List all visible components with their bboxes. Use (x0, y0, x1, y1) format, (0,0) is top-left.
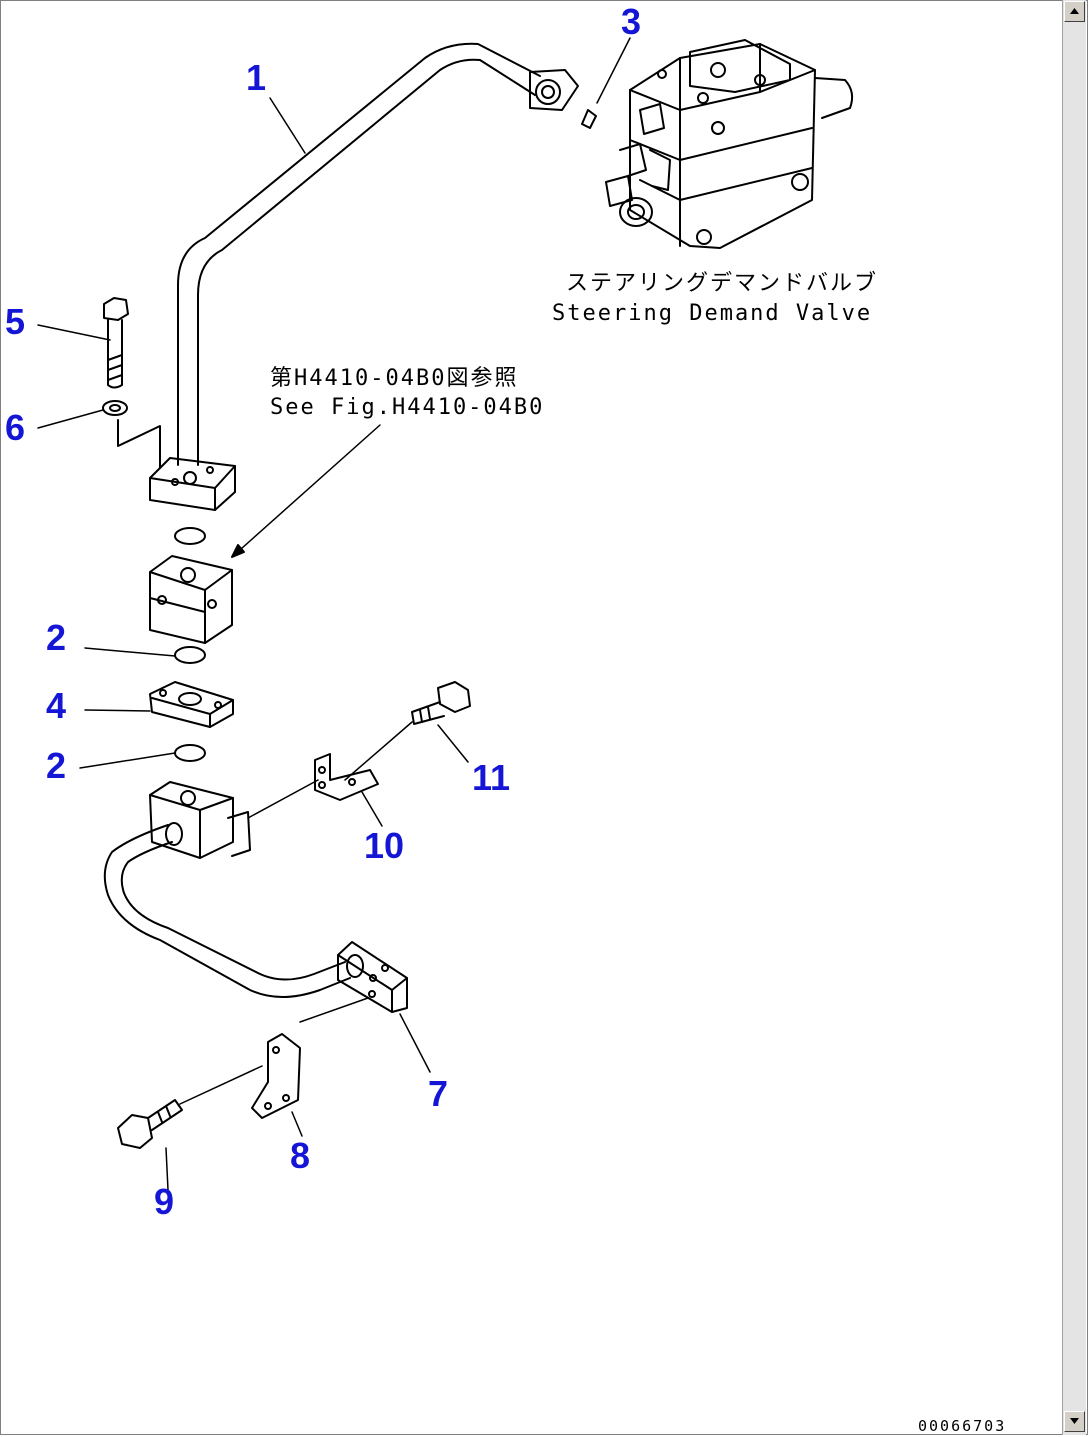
o-ring-upper (174, 527, 206, 545)
bolt-part-5 (103, 297, 129, 389)
callout-3: 3 (621, 1, 641, 42)
callout-9: 9 (154, 1181, 174, 1222)
callout-11: 11 (472, 757, 510, 798)
callout-6: 6 (5, 407, 25, 448)
bolt-part-11 (411, 681, 471, 725)
leader-lines (37, 37, 631, 1191)
o-ring-part-3 (581, 109, 597, 129)
pump-block (149, 555, 233, 644)
flange-upper (149, 457, 236, 511)
callout-10: 10 (364, 825, 404, 866)
valve-label-jp: ステアリングデマンドバルブ (566, 271, 878, 296)
reference-arrowhead (231, 544, 245, 558)
reference-note-jp: 第H4410-04B0図参照 (270, 366, 518, 391)
arrow-up-icon (1070, 8, 1079, 14)
bracket-part-10 (314, 753, 379, 801)
bolt-part-9 (117, 1099, 183, 1149)
callout-2-upper: 2 (46, 617, 66, 658)
vertical-scrollbar[interactable] (1062, 0, 1086, 1435)
valve-label-en: Steering Demand Valve (552, 301, 872, 326)
document-code: 00066703 (918, 1417, 1007, 1435)
washer-part-6 (102, 400, 161, 469)
callout-5: 5 (5, 301, 25, 342)
callout-7: 7 (428, 1073, 448, 1114)
arrow-down-icon (1070, 1418, 1079, 1424)
scroll-up-button[interactable] (1064, 1, 1085, 22)
callout-2-lower: 2 (46, 745, 66, 786)
o-ring-part-2-lower (174, 744, 206, 762)
reference-note-en: See Fig.H4410-04B0 (270, 395, 544, 420)
flange-part-4 (149, 681, 234, 728)
steering-demand-valve (605, 39, 854, 249)
pipe-part-7 (103, 781, 408, 1013)
parts-diagram: 1 3 5 6 2 4 2 11 10 7 8 9 ステアリングデマンドバルブ … (5, 1, 878, 1222)
callout-8: 8 (290, 1135, 310, 1176)
callout-4: 4 (46, 685, 66, 726)
o-ring-part-2-upper (174, 646, 206, 664)
scroll-down-button[interactable] (1064, 1411, 1085, 1432)
pipe-part-1 (177, 42, 579, 466)
bracket-part-8 (251, 1033, 301, 1119)
callout-1: 1 (246, 57, 266, 98)
